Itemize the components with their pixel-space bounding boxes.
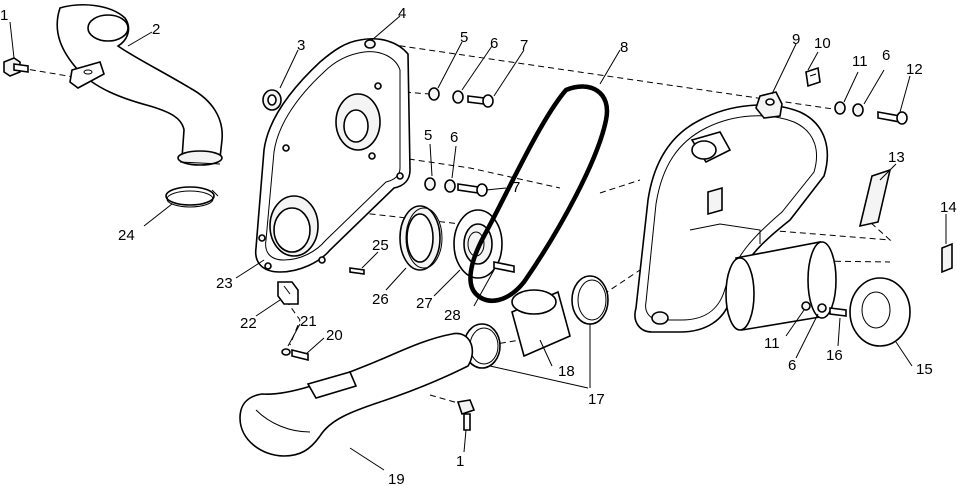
callout-2: 2 xyxy=(152,21,160,38)
screw-small xyxy=(291,348,309,362)
callout-11-lower: 11 xyxy=(764,335,780,352)
callout-3: 3 xyxy=(297,37,305,54)
duct-mount-tab xyxy=(69,61,105,89)
duct-opening xyxy=(87,14,129,42)
lower-duct-tab xyxy=(306,371,358,399)
callout-1-lower: 1 xyxy=(456,453,464,470)
bolt xyxy=(3,57,29,77)
cover-bottom-lug xyxy=(651,311,669,325)
coupling-sleeve xyxy=(511,289,571,358)
callout-20: 20 xyxy=(326,327,343,344)
callout-labels: 1 2 3 4 5 6 7 8 9 10 11 6 12 5 6 7 13 14… xyxy=(0,5,957,486)
bolt-7-lower xyxy=(457,183,488,197)
callout-24: 24 xyxy=(118,227,135,244)
callout-1: 1 xyxy=(0,7,8,24)
callout-17: 17 xyxy=(588,391,605,408)
callout-4: 4 xyxy=(398,5,406,22)
callout-6-bottom: 6 xyxy=(788,357,796,374)
callout-11: 11 xyxy=(852,53,868,70)
bolt-7-upper xyxy=(467,94,494,108)
lower-duct xyxy=(239,332,474,457)
callout-12: 12 xyxy=(906,61,923,78)
decal-13 xyxy=(858,168,892,228)
callout-27: 27 xyxy=(416,295,433,312)
callout-14: 14 xyxy=(940,199,957,216)
duct-outlet xyxy=(177,150,223,166)
screw-28 xyxy=(493,261,515,273)
seal xyxy=(399,205,443,271)
callout-21: 21 xyxy=(300,313,317,330)
intake-duct xyxy=(56,4,223,166)
callout-6-lower: 6 xyxy=(450,129,458,146)
screw-16 xyxy=(829,307,847,317)
washer-5-upper xyxy=(428,87,440,101)
washer-11-right xyxy=(834,101,846,115)
callout-19: 19 xyxy=(388,471,405,486)
callout-15: 15 xyxy=(916,361,933,378)
callout-7-lower: 7 xyxy=(512,179,520,196)
inner-cover-plate xyxy=(254,38,411,273)
clamp-17-upper xyxy=(571,275,609,325)
decal-14 xyxy=(941,242,953,274)
washer-small xyxy=(281,348,291,356)
washer-large xyxy=(262,89,282,111)
callout-26: 26 xyxy=(372,291,389,308)
washer-6-lower xyxy=(444,179,456,193)
callout-22: 22 xyxy=(240,315,257,332)
washer-6-upper xyxy=(452,90,464,104)
leader-lines xyxy=(9,15,947,471)
washer-6-lower xyxy=(817,303,827,313)
callout-18: 18 xyxy=(558,363,575,380)
callout-5-lower: 5 xyxy=(424,127,432,144)
bolt-12 xyxy=(877,111,908,125)
callout-10: 10 xyxy=(814,35,831,52)
drive-belt xyxy=(468,84,610,303)
callout-5: 5 xyxy=(460,29,468,46)
callout-28: 28 xyxy=(444,307,461,324)
callout-6: 6 xyxy=(490,35,498,52)
cover-disc xyxy=(849,277,911,347)
callout-25: 25 xyxy=(372,237,389,254)
callout-13: 13 xyxy=(888,149,905,166)
callout-6-right: 6 xyxy=(882,47,890,64)
washer-5-lower xyxy=(424,177,436,191)
callout-16: 16 xyxy=(826,347,843,364)
hose-clamp xyxy=(165,186,219,208)
washer-11-lower xyxy=(801,301,811,311)
washer-6-right xyxy=(852,103,864,117)
clip xyxy=(805,66,821,88)
outer-cover xyxy=(634,91,829,333)
callout-7: 7 xyxy=(520,37,528,54)
callout-8: 8 xyxy=(620,39,628,56)
screw-25 xyxy=(349,267,365,275)
callout-9: 9 xyxy=(792,31,800,48)
small-bracket xyxy=(277,281,299,305)
callout-23: 23 xyxy=(216,275,233,292)
bolt-lower xyxy=(456,399,476,431)
